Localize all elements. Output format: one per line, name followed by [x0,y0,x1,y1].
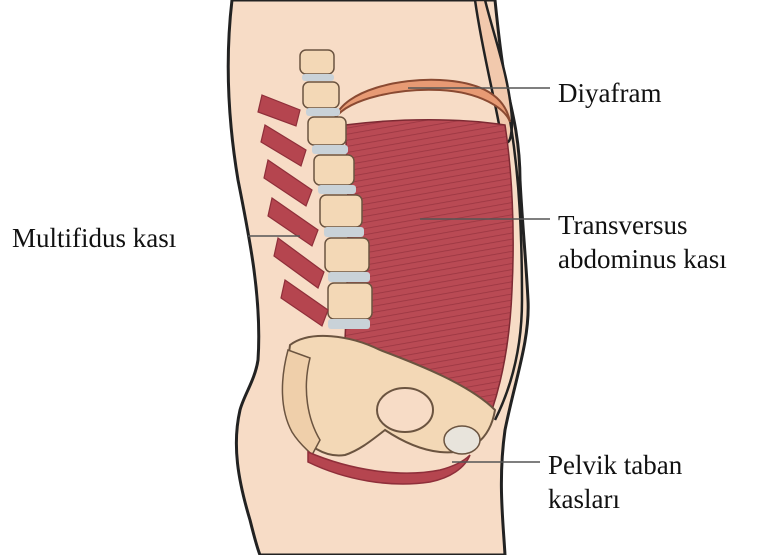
pelvic-floor-label: Pelvik taban kasları [548,448,682,516]
transversus-abdominis-label: Transversus abdominus kası [558,208,727,276]
pelvic-floor-label-line-1: Pelvik taban [548,448,682,482]
pubic-symphysis [444,426,480,454]
diaphragm-label: Diyafram [558,76,661,110]
pelvic-floor-label-line-2: kasları [548,482,682,516]
multifidus-label: Multifidus kası [12,221,176,255]
transversus-label-line-1: Transversus [558,208,727,242]
pelvic-opening [377,388,433,432]
transversus-label-line-2: abdominus kası [558,242,727,276]
